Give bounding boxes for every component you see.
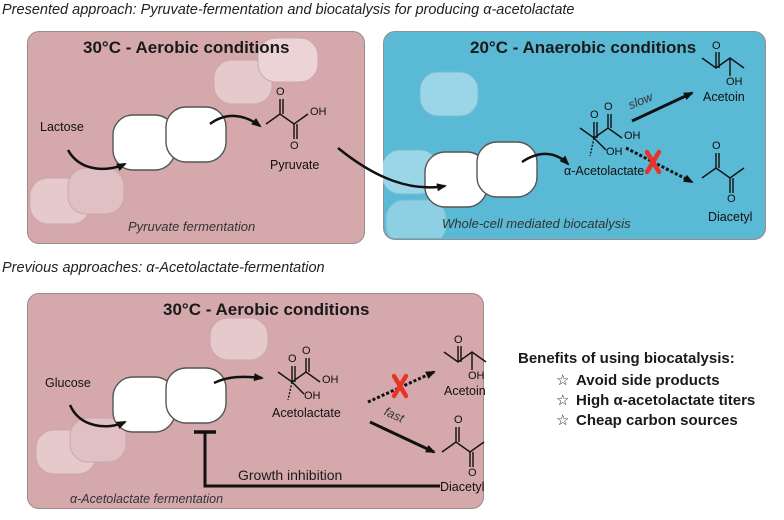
ghost-cells-bottom xyxy=(35,317,269,475)
label-alpha-acetolactate: α-Acetolactate xyxy=(564,164,645,178)
label-diacetyl-bottom: Diacetyl xyxy=(440,480,485,494)
label-acetolactate-oh-acid: OH xyxy=(624,130,641,142)
panel-title-aerobic-bottom: 30°C - Aerobic conditions xyxy=(163,300,370,319)
block-x-acetoin xyxy=(391,373,409,399)
label-acetolactate-o-right-bottom: O xyxy=(302,345,311,357)
label-pyruvate-o-bottom: O xyxy=(290,140,299,152)
heading-presented-approach: Presented approach: Pyruvate-fermentatio… xyxy=(2,2,575,18)
arrow-slow-acetoin xyxy=(631,91,694,123)
label-acetolactate: Acetolactate xyxy=(272,406,341,420)
label-acetoin-oh-blue: OH xyxy=(726,76,743,88)
label-pyruvate-oh: OH xyxy=(310,106,327,118)
label-acetolactate-oh: OH xyxy=(606,146,623,158)
label-pyruvate-o-top: O xyxy=(276,86,285,98)
label-diacetyl-o-bottom-bottom: O xyxy=(468,467,477,479)
diacetyl-structure-blue xyxy=(701,153,745,193)
benefit-text: Avoid side products xyxy=(576,372,720,389)
label-diacetyl-o-bottom-blue: O xyxy=(727,193,736,205)
acetoin-structure-blue xyxy=(701,52,745,76)
label-acetolactate-o-right: O xyxy=(604,101,613,113)
label-acetoin-blue: Acetoin xyxy=(703,90,745,104)
arrow-pyruvate-transfer xyxy=(337,147,447,192)
acetolactate-structure-bottom xyxy=(277,358,321,401)
acetolactate-structure-blue xyxy=(579,114,623,157)
label-glucose: Glucose xyxy=(45,376,91,390)
label-acetoin-bottom: Acetoin xyxy=(444,384,486,398)
label-acetolactate-oh-acid-bottom: OH xyxy=(322,374,339,386)
arrow-acetolactate-export-bottom xyxy=(213,373,264,385)
diacetyl-structure-bottom xyxy=(441,427,485,467)
arrow-pyruvate-export xyxy=(209,114,262,128)
label-diacetyl-o-top-bottom: O xyxy=(454,414,463,426)
pyruvate-structure xyxy=(265,99,309,139)
arrow-blocked-diacetyl xyxy=(625,146,694,184)
star-icon: ☆ xyxy=(556,372,570,389)
cell-top xyxy=(112,106,227,171)
label-lactose: Lactose xyxy=(40,120,84,134)
label-acetoin-o-bottom: O xyxy=(454,334,463,346)
benefits-title: Benefits of using biocatalysis: xyxy=(518,350,735,367)
benefit-text: Cheap carbon sources xyxy=(576,412,738,429)
label-diacetyl-blue: Diacetyl xyxy=(708,210,753,224)
ghost-cells-blue xyxy=(383,71,479,238)
benefit-text: High α-acetolactate titers xyxy=(576,392,756,409)
label-acetoin-o-blue: O xyxy=(712,40,721,52)
label-biocatalysis: Whole-cell mediated biocatalysis xyxy=(442,216,631,231)
star-icon: ☆ xyxy=(556,412,570,429)
arrow-lactose-uptake xyxy=(66,149,127,172)
cell-bottom xyxy=(112,367,227,433)
label-acetoin-oh-bottom: OH xyxy=(468,370,485,382)
benefit-item: ☆ High α-acetolactate titers xyxy=(556,391,755,411)
label-pyruvate-fermentation: Pyruvate fermentation xyxy=(128,219,256,234)
label-acetolactate-o-left: O xyxy=(590,109,599,121)
label-growth-inhibition: Growth inhibition xyxy=(238,467,343,483)
arrow-glucose-uptake xyxy=(68,404,127,430)
benefit-item: ☆ Cheap carbon sources xyxy=(556,411,755,431)
acetoin-structure-bottom xyxy=(443,346,487,370)
panel-title-anaerobic: 20°C - Anaerobic conditions xyxy=(470,38,697,57)
benefit-item: ☆ Avoid side products xyxy=(556,371,755,391)
label-acetolactate-oh-bottom: OH xyxy=(304,390,321,402)
label-acetolactate-fermentation: α-Acetolactate fermentation xyxy=(70,492,224,506)
growth-inhibition-line xyxy=(203,432,440,488)
heading-previous-approaches: Previous approaches: α-Acetolactate-ferm… xyxy=(2,260,325,276)
cell-blue xyxy=(424,141,538,208)
label-pyruvate: Pyruvate xyxy=(270,158,320,172)
arrow-acetolactate-export xyxy=(521,152,570,166)
benefits-list: ☆ Avoid side products ☆ High α-acetolactat… xyxy=(518,371,755,431)
block-x-diacetyl xyxy=(644,149,662,175)
ghost-cells-top xyxy=(29,37,319,225)
label-acetolactate-o-left-bottom: O xyxy=(288,353,297,365)
label-diacetyl-o-top-blue: O xyxy=(712,140,721,152)
benefits-section: Benefits of using biocatalysis: ☆ Avoid s… xyxy=(518,350,755,431)
arrow-fast-diacetyl xyxy=(369,420,436,454)
panel-title-aerobic-top: 30°C - Aerobic conditions xyxy=(83,38,290,57)
star-icon: ☆ xyxy=(556,392,570,409)
